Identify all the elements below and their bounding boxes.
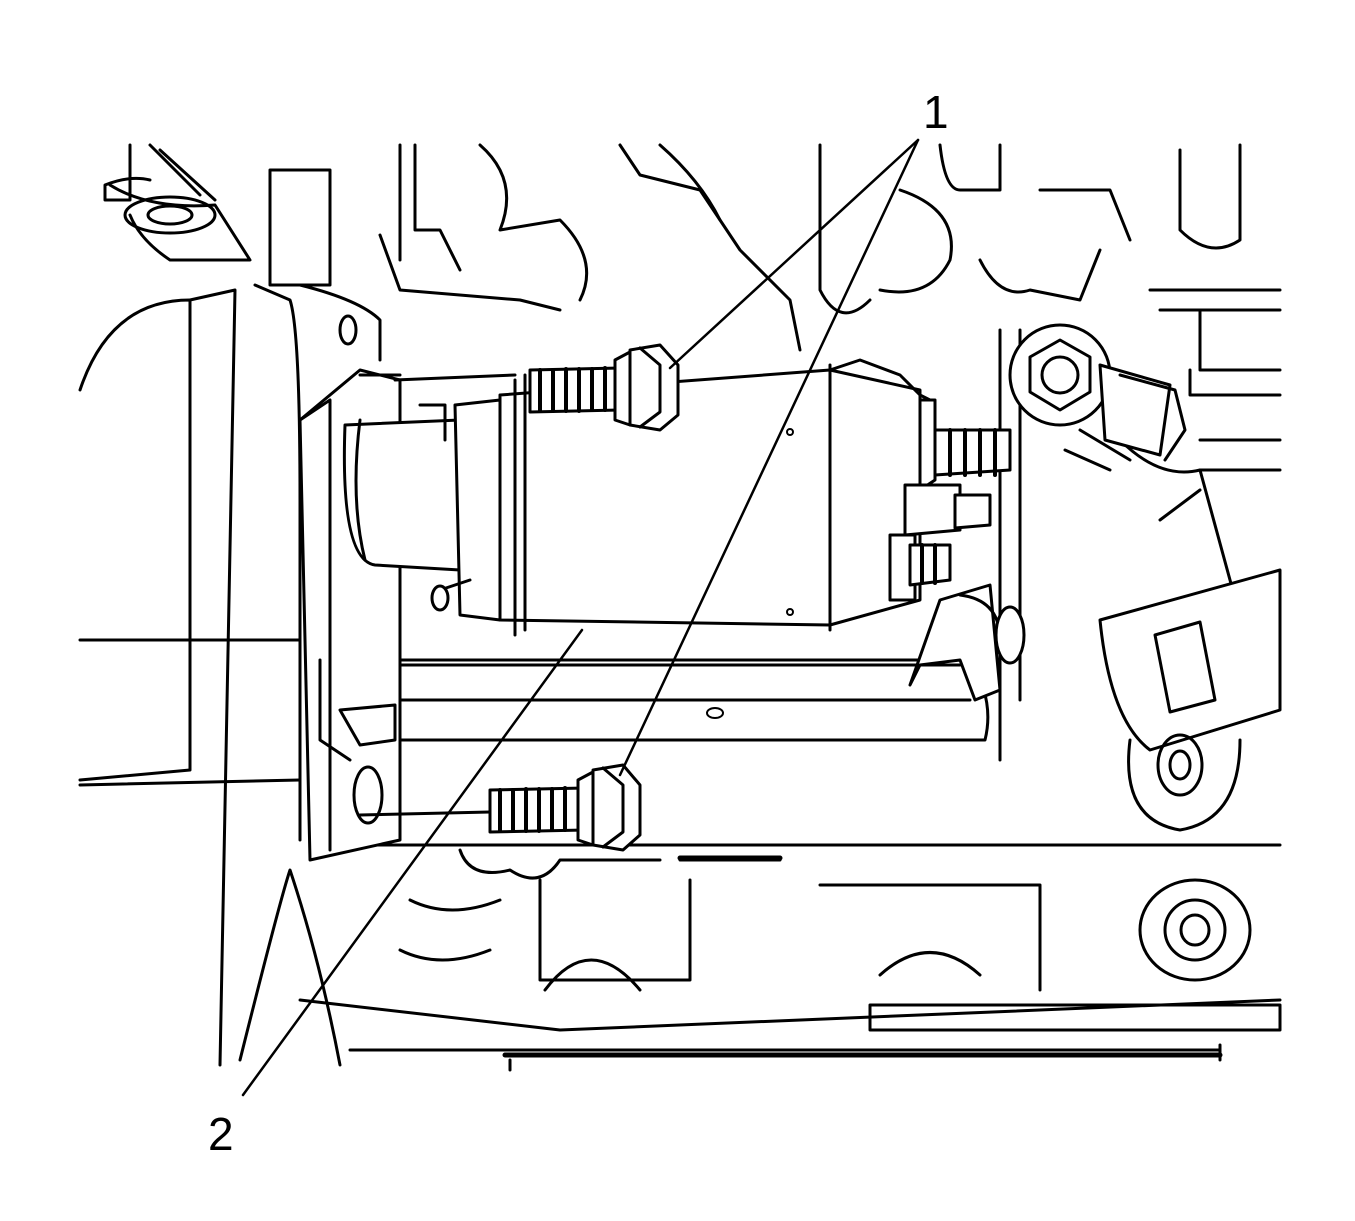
leader-1-lower-bolt [618,138,920,777]
leader-1-upper-bolt [668,138,920,370]
lower-starter-bolt [358,763,642,852]
upper-starter-bolt [528,343,680,432]
starter-solenoid [342,358,932,637]
sensor-with-bolt [1008,323,1187,472]
callout-label-1: 1 [923,86,949,138]
lower-engine-block [238,843,1282,1072]
solenoid-terminals [888,398,1012,602]
callout-label-2: 2 [208,1108,234,1160]
callout-leader-lines [241,138,920,1097]
mounting-bracket-tab [1098,568,1282,832]
leader-2-starter [241,628,584,1097]
lower-right-boss [1138,878,1252,982]
